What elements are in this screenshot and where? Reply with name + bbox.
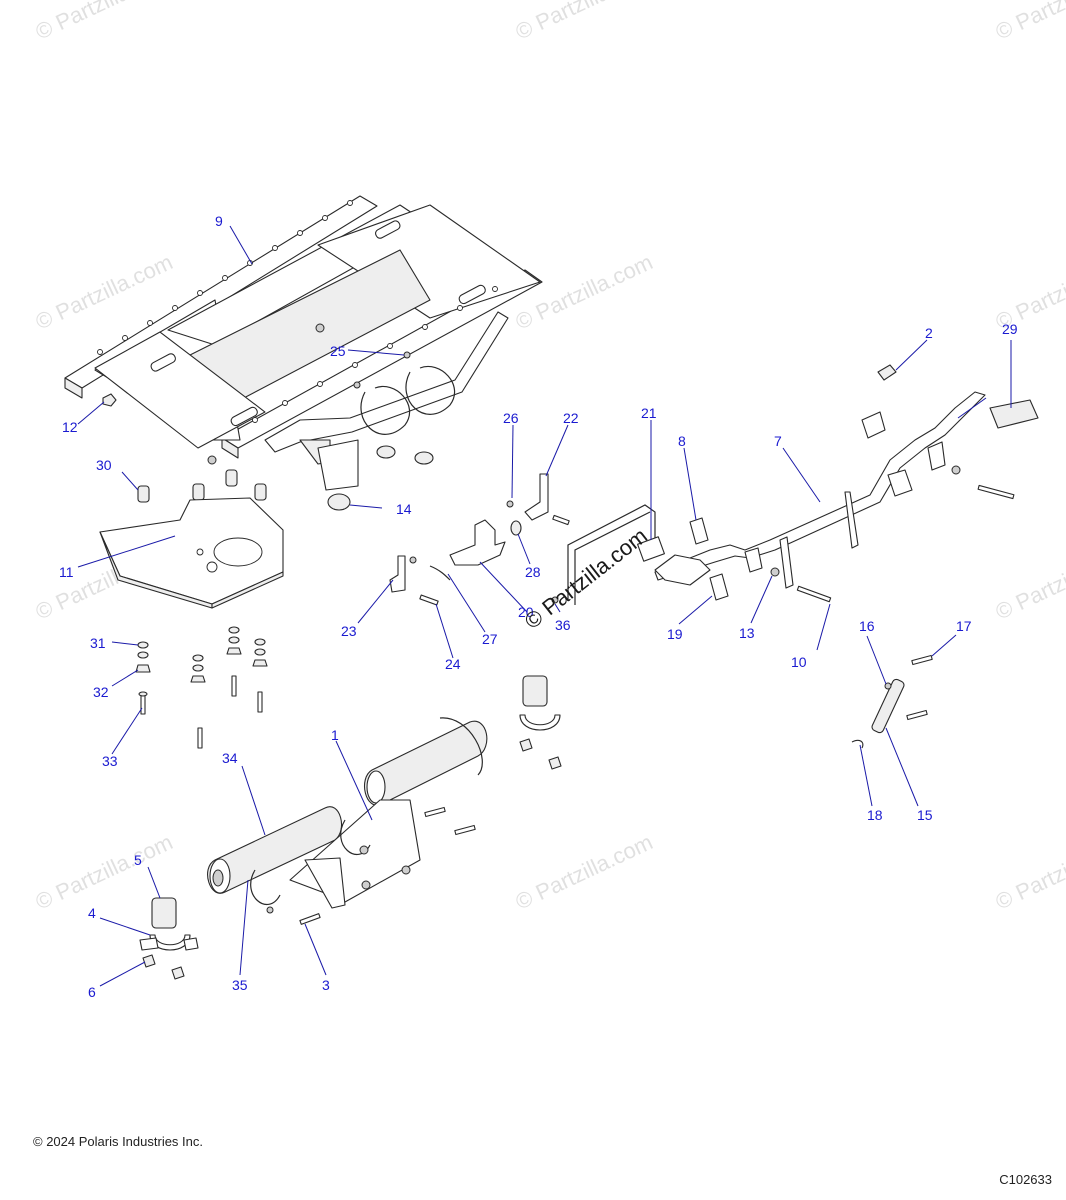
callout-16: 16 (859, 618, 875, 634)
callout-31: 31 (90, 635, 106, 651)
watermark: © Partzilla.com (512, 829, 657, 914)
callout-7: 7 (774, 433, 782, 449)
callout-27: 27 (482, 631, 498, 647)
gas-strut (851, 654, 933, 749)
callout-4: 4 (88, 905, 96, 921)
callout-6: 6 (88, 984, 96, 1000)
callout-14: 14 (396, 501, 412, 517)
callout-20: 20 (518, 604, 534, 620)
watermark: © Partzilla.com (32, 0, 177, 45)
watermark: © Partzilla.com (992, 829, 1066, 914)
callout-labels: 1 2 3 4 5 6 7 8 9 10 11 12 13 14 15 16 1… (59, 213, 1018, 1000)
callout-18: 18 (867, 807, 883, 823)
callout-9: 9 (215, 213, 223, 229)
main-tube-7 (654, 391, 1015, 601)
clamp-right (519, 675, 562, 770)
callout-22: 22 (563, 410, 579, 426)
watermark: © Partzilla.com (992, 539, 1066, 624)
callout-17: 17 (956, 618, 972, 634)
callout-23: 23 (341, 623, 357, 639)
callout-3: 3 (322, 977, 330, 993)
callout-8: 8 (678, 433, 686, 449)
callout-35: 35 (232, 977, 248, 993)
leader-lines (77, 225, 1012, 987)
watermark: © Partzilla.com (32, 249, 177, 334)
rivet-2 (877, 364, 897, 381)
rack-frame (64, 195, 543, 491)
callout-29: 29 (1002, 321, 1018, 337)
callout-24: 24 (445, 656, 461, 672)
callout-32: 32 (93, 684, 109, 700)
callout-34: 34 (222, 750, 238, 766)
callout-21: 21 (641, 405, 657, 421)
callout-26: 26 (503, 410, 519, 426)
watermark: © Partzilla.com (992, 0, 1066, 45)
cross-tube (207, 717, 488, 925)
callout-15: 15 (917, 807, 933, 823)
bolt-10 (796, 585, 832, 603)
hardware-stack-left (135, 626, 268, 749)
callout-10: 10 (791, 654, 807, 670)
figure-id: C102633 (999, 1172, 1052, 1187)
callout-2: 2 (925, 325, 933, 341)
callout-30: 30 (96, 457, 112, 473)
callout-11: 11 (59, 564, 74, 580)
callout-5: 5 (134, 852, 142, 868)
nut-12 (102, 393, 117, 407)
callout-33: 33 (102, 753, 118, 769)
callout-19: 19 (667, 626, 683, 642)
frame-holes (97, 200, 498, 423)
callout-28: 28 (525, 564, 541, 580)
bumper-14 (327, 493, 351, 511)
copyright-notice: © 2024 Polaris Industries Inc. (33, 1134, 203, 1149)
callout-13: 13 (739, 625, 755, 641)
u-bracket-21 (567, 504, 665, 605)
callout-1: 1 (331, 727, 339, 743)
watermark: © Partzilla.com (512, 0, 657, 45)
callout-36: 36 (555, 617, 571, 633)
callout-25: 25 (330, 343, 346, 359)
watermark: © Partzilla.com (512, 249, 657, 334)
spacers-30 (137, 455, 267, 503)
brackets-center (389, 473, 570, 606)
callout-12: 12 (62, 419, 78, 435)
skid-plate (99, 497, 284, 609)
pad-29 (989, 399, 1039, 429)
clamp-left (139, 897, 199, 980)
